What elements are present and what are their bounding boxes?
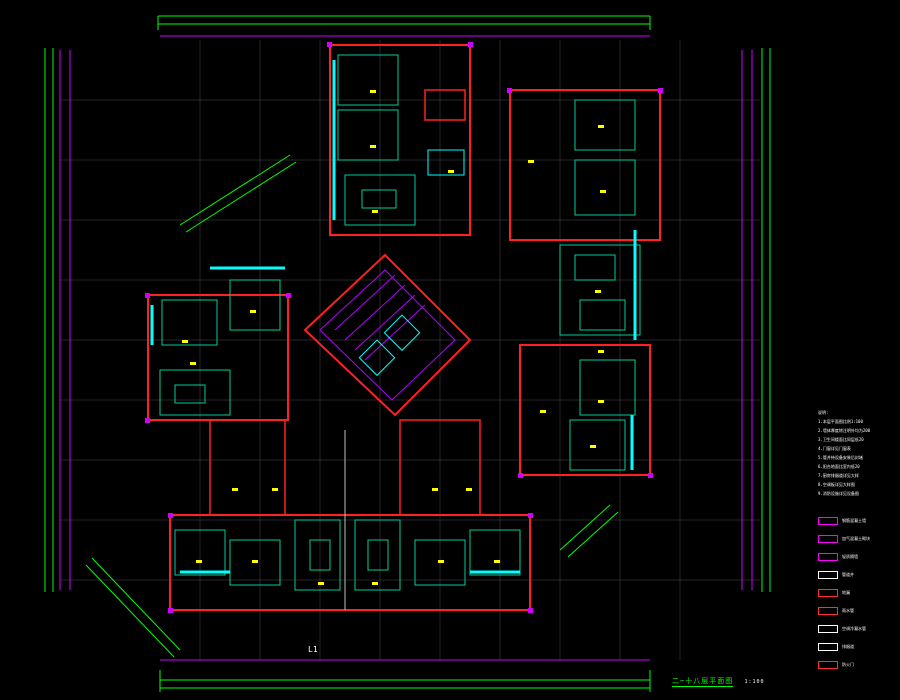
legend-label: 雨水管 [842,608,854,613]
axis-marker: L1 [308,645,318,654]
note-line: 1.本层平面图比例1:100 [818,419,863,424]
legend-item: 空调冷凝水管 [818,620,898,638]
note-line: 8.空调板详见大样图 [818,482,855,487]
legend-label: 空调冷凝水管 [842,626,866,631]
symbol-legend: 钢筋混凝土墙 加气混凝土砌块 轻质隔墙 管道井 地漏 雨水管 空调冷凝水管 排烟… [818,512,898,674]
note-line: 7.厨房排烟道详见大样 [818,473,859,478]
legend-item: 轻质隔墙 [818,548,898,566]
structural-columns [145,42,663,613]
legend-symbol [818,535,838,543]
note-line: 4.门窗详见门窗表 [818,446,851,451]
room-tags [182,90,606,585]
drawing-title: 二~十八层平面图 [672,677,734,687]
note-line: 6.阳台地面比室内低20 [818,464,860,469]
legend-label: 轻质隔墙 [842,554,858,559]
legend-item: 管道井 [818,566,898,584]
apartment-block-bottom [169,419,531,611]
note-line: 9.消防设施详见设备图 [818,491,859,496]
note-line: 2.墙体厚度除注明外均为200 [818,428,871,433]
legend-label: 加气混凝土砌块 [842,536,870,541]
legend-item: 地漏 [818,584,898,602]
legend-item: 排烟道 [818,638,898,656]
note-line: 3.卫生间楼面比同层低20 [818,437,864,442]
apartment-block-left [147,266,289,421]
dimension-lines [44,15,771,692]
legend-item: 雨水管 [818,602,898,620]
legend-label: 地漏 [842,590,850,595]
central-core [303,253,472,417]
legend-symbol [818,517,838,525]
legend-symbol [818,661,838,669]
note-line: 说明: [818,410,829,415]
apartment-block-right [509,89,661,476]
legend-label: 排烟道 [842,644,854,649]
legend-symbol [818,553,838,561]
note-line: 5.管井待设备安装后封堵 [818,455,863,460]
apartment-block-top [329,44,471,236]
legend-symbol [818,625,838,633]
legend-label: 防火门 [842,662,854,667]
legend-label: 管道井 [842,572,854,577]
dimension-ticks [59,35,753,661]
legend-symbol [818,589,838,597]
legend-item: 加气混凝土砌块 [818,530,898,548]
design-notes: 说明: 1.本层平面图比例1:100 2.墙体厚度除注明外均为200 3.卫生间… [818,410,896,500]
legend-symbol [818,607,838,615]
legend-item: 防火门 [818,656,898,674]
legend-label: 钢筋混凝土墙 [842,518,866,523]
grid-lines [60,40,760,660]
drawing-scale: 1:100 [744,679,765,685]
drawing-title-block: 二~十八层平面图 1:100 [672,676,765,688]
legend-symbol [818,571,838,579]
legend-symbol [818,643,838,651]
legend-item: 钢筋混凝土墙 [818,512,898,530]
